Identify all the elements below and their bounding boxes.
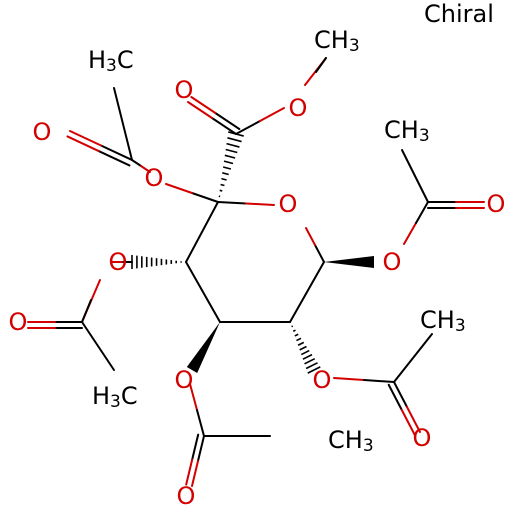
carbonyl-bond — [185, 458, 194, 486]
oxygen-label: O — [279, 190, 298, 218]
acetoxy-bond — [81, 321, 115, 371]
ring-bond — [245, 202, 275, 206]
hash-stroke — [225, 148, 238, 154]
carbonyl-bond — [191, 433, 200, 461]
acetoxy-bond — [165, 183, 193, 194]
oxygen-label: O — [175, 76, 194, 104]
acetoxy-bond — [131, 159, 142, 167]
hash-stroke — [227, 137, 242, 143]
hash-stroke — [304, 357, 316, 365]
hash-stroke — [300, 349, 310, 356]
hash-stroke — [299, 345, 307, 351]
carbonyl-bond — [387, 383, 403, 411]
oxygen-label: O — [313, 366, 332, 394]
acetoxy-bond — [191, 192, 219, 203]
ester-bond — [259, 107, 285, 122]
hash-stroke — [305, 362, 318, 370]
hash-stroke — [291, 325, 294, 328]
wedge-bond-c4 — [186, 322, 220, 374]
ring-bond — [185, 201, 219, 263]
acetoxy-bond — [81, 299, 92, 323]
ring-bond — [305, 227, 316, 246]
oxygen-label: O — [9, 308, 28, 336]
oxygen-label: O — [33, 118, 52, 146]
acetoxy-bond — [189, 383, 198, 411]
hash-stroke — [224, 154, 236, 159]
oxygen-label: O — [145, 164, 164, 192]
hash-stroke — [307, 366, 321, 374]
carbonyl-bond — [97, 149, 131, 167]
hash-stroke — [222, 166, 232, 170]
hash-stroke — [222, 172, 229, 176]
acetoxy-bond — [113, 87, 133, 161]
ring-bond — [185, 261, 221, 323]
chiral-label: Chiral — [424, 0, 494, 28]
carbonyl-bond — [190, 96, 217, 115]
oxygen-label: O — [177, 482, 196, 510]
methyl-label: CH3 — [384, 116, 430, 146]
ester-bond — [235, 120, 261, 135]
hash-stroke — [221, 177, 227, 181]
carbonyl-bond — [187, 101, 213, 119]
hash-stroke — [296, 337, 302, 342]
acetoxy-bond — [393, 333, 433, 383]
hashed-bond-c3 — [131, 255, 182, 269]
acetoxy-bond — [333, 377, 365, 381]
methoxy-bond — [315, 57, 327, 73]
carbonyl-bond — [66, 135, 100, 152]
oxygen-label: O — [289, 94, 308, 122]
methyl-label: H3C — [88, 46, 134, 76]
hash-stroke — [220, 183, 225, 187]
methyl-label: H3C — [92, 382, 138, 412]
oxygen-label: O — [175, 366, 194, 394]
acetoxy-bond — [401, 149, 429, 203]
hash-stroke — [223, 160, 234, 165]
acetoxy-bond — [140, 165, 151, 173]
hashed-bond-ester — [218, 131, 244, 198]
hash-stroke — [219, 189, 223, 192]
ring-bond — [289, 261, 325, 323]
ring-bond — [314, 244, 325, 263]
carbonyl-bond — [406, 406, 421, 433]
methyl-label: CH3 — [328, 426, 374, 456]
hash-stroke — [292, 329, 296, 333]
hash-stroke — [302, 353, 313, 360]
carbonyl-bond — [197, 435, 205, 462]
acetoxy-bond — [415, 201, 429, 224]
carbonyl-bond — [100, 144, 133, 161]
hash-stroke — [226, 142, 240, 148]
carbonyl-bond — [214, 112, 241, 131]
carbonyl-bond — [191, 460, 199, 487]
oxygen-label: O — [487, 190, 506, 218]
hashed-bond-c5 — [291, 325, 321, 374]
oxygen-label: O — [383, 248, 402, 276]
carbonyl-bond — [69, 130, 102, 147]
carbonyl-bond — [400, 408, 416, 436]
acetoxy-bond — [363, 379, 395, 383]
hash-stroke — [297, 341, 305, 346]
bond-layer — [27, 57, 485, 487]
methyl-label: CH3 — [314, 26, 360, 56]
methyl-label: CH3 — [420, 306, 466, 336]
acetoxy-bond — [196, 409, 205, 437]
carbonyl-bond — [393, 381, 408, 408]
acetoxy-bond — [403, 222, 417, 245]
carbonyl-bond — [211, 117, 237, 135]
oxygen-label: O — [109, 248, 128, 276]
ring-bond — [217, 201, 247, 205]
wedge-bond-c6 — [324, 256, 374, 268]
oxygen-label: O — [413, 424, 432, 452]
hash-stroke — [294, 333, 299, 337]
